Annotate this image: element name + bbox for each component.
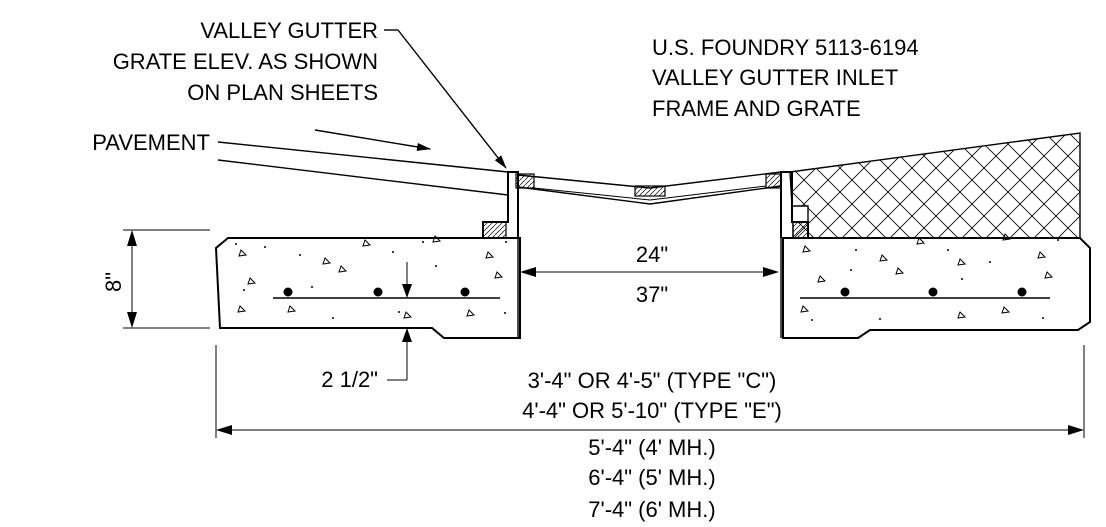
cover-arrow-bottom	[402, 328, 412, 342]
frame-grate-label: FRAME AND GRATE	[652, 96, 861, 121]
rebar-dot	[840, 287, 850, 297]
type-e-label: 4'-4" OR 5'-10" (TYPE "E")	[522, 398, 782, 423]
thickness-label: 8"	[101, 272, 126, 292]
grate-elev-label: GRATE ELEV. AS SHOWN	[113, 49, 378, 74]
mh5-label: 6'-4" (5' MH.)	[588, 465, 715, 490]
concrete-speckle	[235, 239, 1059, 321]
thickness-arrow-bottom	[127, 312, 137, 328]
mh4-label: 5'-4" (4' MH.)	[588, 435, 715, 460]
grate-top	[517, 171, 782, 189]
mh6-label: 7'-4" (6' MH.)	[588, 497, 715, 522]
rebar-dot	[373, 287, 383, 297]
grate-bottom-inner	[533, 185, 767, 201]
bar-cover-label: 2 1/2"	[321, 367, 378, 392]
valley-gutter-label: VALLEY GUTTER	[200, 18, 378, 43]
valley-gutter-leader	[397, 29, 507, 169]
frame-right-lip	[792, 221, 809, 239]
foundry-label: U.S. FOUNDRY 5113-6194	[652, 35, 919, 60]
pavement-label: PAVEMENT	[92, 130, 210, 155]
concrete-aggregate-marks	[237, 233, 1054, 319]
pavement-surface	[217, 141, 509, 173]
plan-sheets-label: ON PLAN SHEETS	[187, 80, 378, 105]
concrete-slab-right	[782, 237, 1091, 339]
frame-left-lip	[482, 221, 507, 239]
concrete-slab-left	[214, 237, 521, 339]
inlet-label: VALLEY GUTTER INLET	[652, 65, 898, 90]
rebar-dot	[928, 287, 938, 297]
rebar-dot	[460, 287, 470, 297]
overall-arrow-right	[1068, 425, 1084, 435]
grate-bottom	[517, 185, 782, 205]
opening-inner-label: 24"	[636, 242, 668, 267]
grate-center-bar	[634, 185, 666, 197]
opening-arrow-left	[520, 267, 536, 277]
overall-arrow-left	[216, 425, 232, 435]
rebar-dot	[283, 287, 293, 297]
opening-outer-label: 37"	[636, 282, 668, 307]
rebar-dot	[1017, 287, 1027, 297]
pavement-bottom	[217, 159, 509, 196]
earth-backfill-hatch	[789, 132, 1081, 239]
opening-arrow-right	[763, 267, 779, 277]
type-c-label: 3'-4" OR 4'-5" (TYPE "C")	[528, 368, 777, 393]
thickness-arrow-top	[127, 230, 137, 246]
cover-arrow-top	[402, 284, 412, 298]
pavement-direction-arrow	[314, 129, 431, 151]
grate-seat-right	[765, 173, 782, 189]
